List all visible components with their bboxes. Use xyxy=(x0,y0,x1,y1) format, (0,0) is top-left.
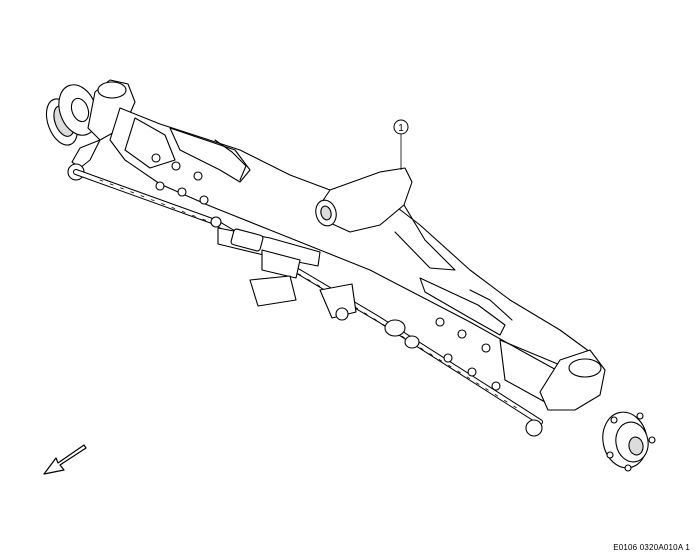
callout-1: 1 xyxy=(393,119,409,170)
left-wheel-hub xyxy=(45,84,98,146)
axle-beam xyxy=(109,107,591,403)
callout-1-label: 1 xyxy=(398,123,404,134)
right-wheel-hub xyxy=(602,411,656,472)
right-steering-knuckle xyxy=(525,349,606,437)
reference-code: E0106 0320A010A 1 xyxy=(613,543,690,552)
pivot-bracket xyxy=(315,167,456,271)
beam-bolts xyxy=(151,153,501,391)
steering-linkage-assembly xyxy=(210,216,420,349)
front-direction-arrow-icon xyxy=(43,444,87,475)
